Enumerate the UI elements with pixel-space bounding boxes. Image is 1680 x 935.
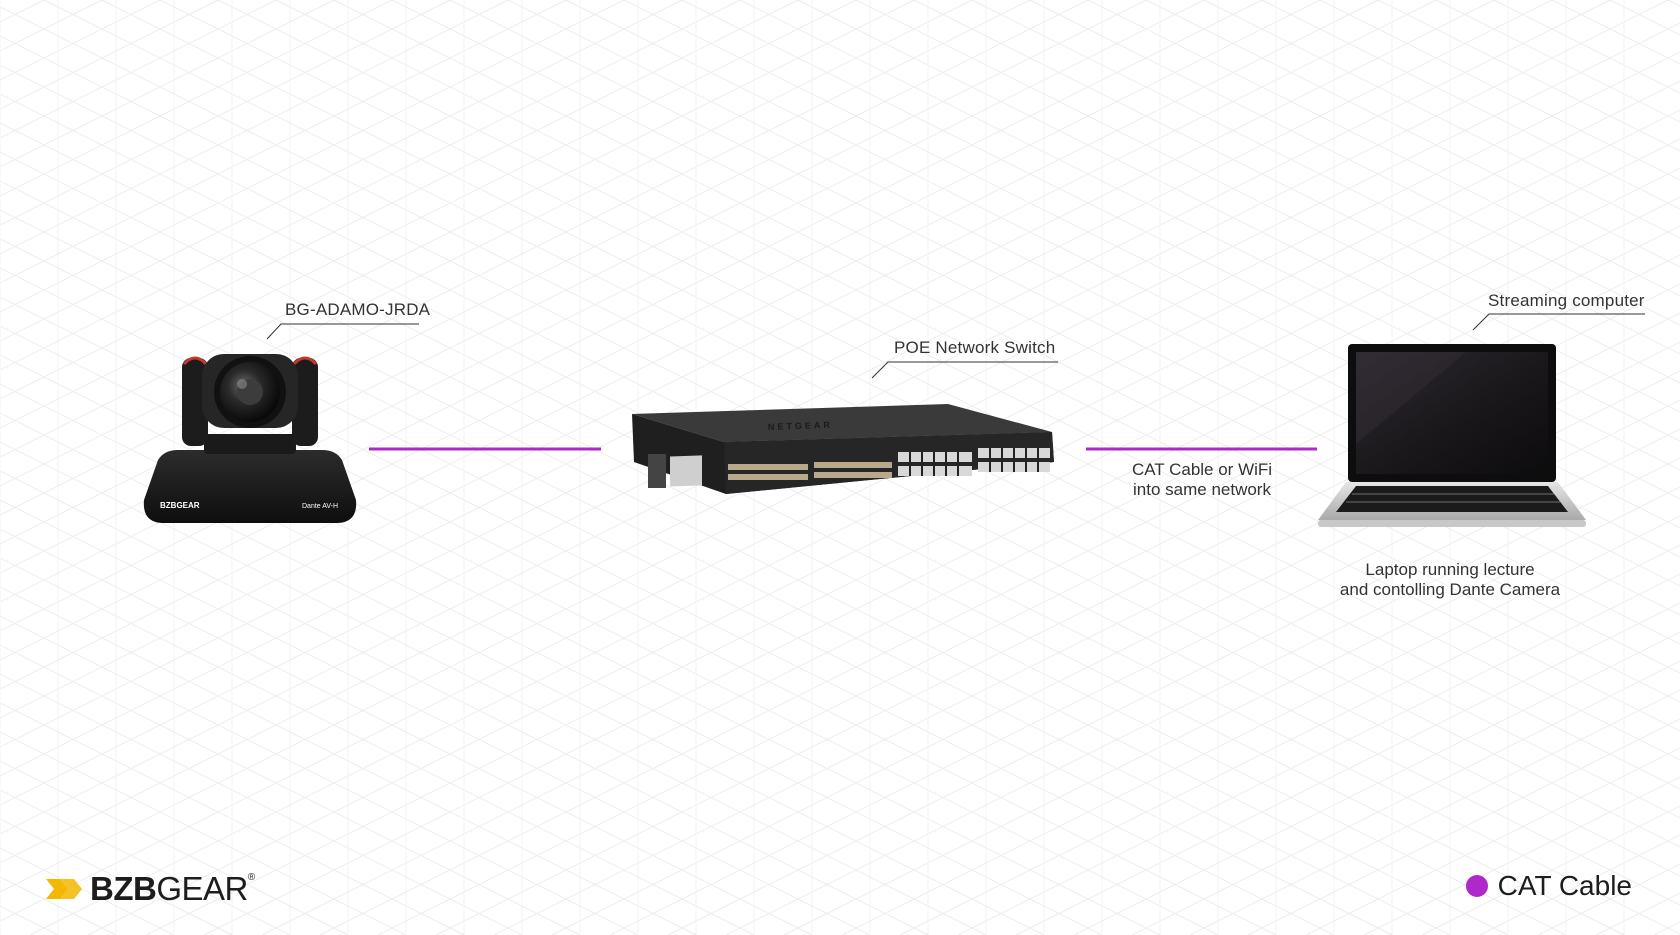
camera-label-leader — [266, 323, 419, 340]
camera-label: BG-ADAMO-JRDA — [285, 300, 431, 319]
laptop-label-leader — [1472, 313, 1645, 331]
camera-model-mark: Dante AV-H — [302, 503, 338, 510]
bzbgear-logo-text: BZBGEAR® — [90, 870, 255, 908]
poe-network-switch: NETGEAR — [632, 404, 1054, 494]
connection-caption: CAT Cable or WiFi into same network — [1090, 460, 1314, 500]
streaming-laptop — [1318, 344, 1586, 527]
legend-item-cat-cable: CAT Cable — [1497, 870, 1632, 901]
camera-brand-mark: BZBGEAR — [160, 501, 200, 510]
laptop-caption: Laptop running lecture and contolling Da… — [1300, 560, 1600, 600]
connection-caption-line1: CAT Cable or WiFi — [1131, 460, 1273, 479]
connection-caption-line2: into same network — [1133, 480, 1271, 499]
legend: CAT Cable — [1465, 870, 1632, 902]
laptop-caption-line2: and contolling Dante Camera — [1339, 580, 1561, 599]
logo-text-bold: BZB — [90, 870, 157, 907]
switch-label-leader — [871, 361, 1058, 379]
laptop-caption-line1: Laptop running lecture — [1365, 560, 1535, 579]
bzbgear-logo: BZBGEAR® — [44, 870, 255, 908]
ptz-camera: BZBGEAR Dante AV-H — [143, 354, 357, 523]
laptop-label: Streaming computer — [1488, 291, 1645, 310]
circle-dot-icon — [1465, 875, 1488, 897]
switch-brand-mark: NETGEAR — [768, 420, 833, 432]
bzbgear-logo-icon — [46, 879, 82, 899]
switch-label: POE Network Switch — [894, 338, 1056, 357]
logo-text-light: GEAR — [156, 870, 248, 907]
logo-registered-mark: ® — [247, 872, 255, 883]
